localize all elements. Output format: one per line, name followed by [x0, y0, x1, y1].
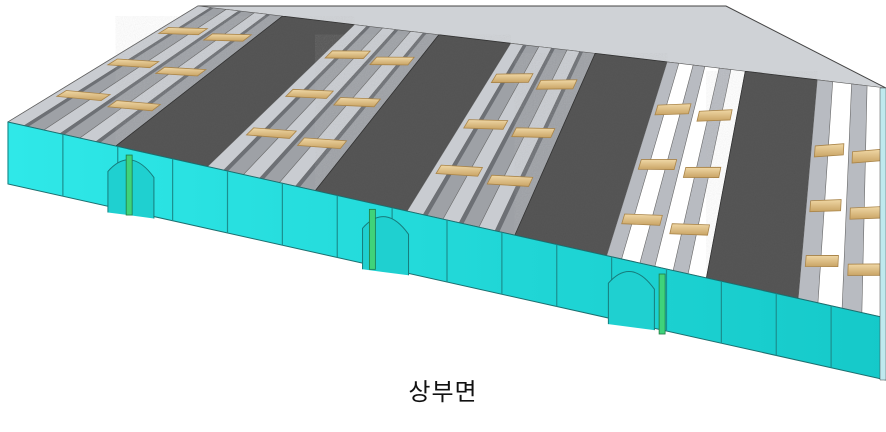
timber-tie [682, 166, 722, 178]
deck-panels [7, 5, 886, 319]
rail-slot [95, 14, 271, 143]
timber-tie [637, 159, 678, 170]
timber-tie [324, 50, 372, 59]
timber-tie [669, 223, 711, 236]
timber-tie [106, 100, 162, 112]
timber-tie [535, 79, 578, 90]
green-strip [125, 154, 133, 216]
timber-tie [55, 90, 112, 102]
timber-tie [157, 27, 209, 36]
timber-tie [435, 164, 484, 177]
rail-slot [259, 29, 399, 180]
rail-slot [459, 48, 555, 224]
timber-tie [804, 255, 839, 267]
timber-tie [463, 119, 509, 130]
timber-tie [621, 213, 663, 226]
front-face-green-strips [125, 154, 666, 335]
timber-tie [202, 33, 253, 42]
green-strip [658, 273, 666, 335]
timber-tie [490, 73, 534, 83]
timber-tie [654, 103, 692, 116]
top-face [7, 5, 886, 319]
right-end-face [879, 87, 886, 381]
timber-tie [284, 88, 335, 99]
timber-ties [55, 27, 882, 276]
timber-tie [106, 58, 160, 69]
timber-tie [809, 199, 842, 213]
timber-tie [696, 109, 733, 122]
front-arch [607, 271, 655, 331]
timber-tie [486, 174, 534, 187]
timber-tie [154, 66, 207, 77]
timber-tie [851, 148, 882, 164]
rail-slot [495, 51, 584, 232]
rail-slot [60, 10, 243, 135]
front-face-ribs [7, 122, 886, 380]
front-face [7, 121, 886, 381]
timber-tie [245, 127, 298, 139]
timber-tie [849, 206, 881, 220]
timber-tie [332, 97, 382, 108]
timber-tie [296, 137, 348, 150]
caption-label: 상부면 [408, 378, 478, 406]
timber-tie [511, 127, 556, 139]
timber-tie [813, 143, 845, 158]
timber-tie [369, 56, 415, 66]
timber-tie [847, 263, 881, 276]
green-strip [368, 208, 376, 270]
rail-slot [295, 32, 427, 188]
